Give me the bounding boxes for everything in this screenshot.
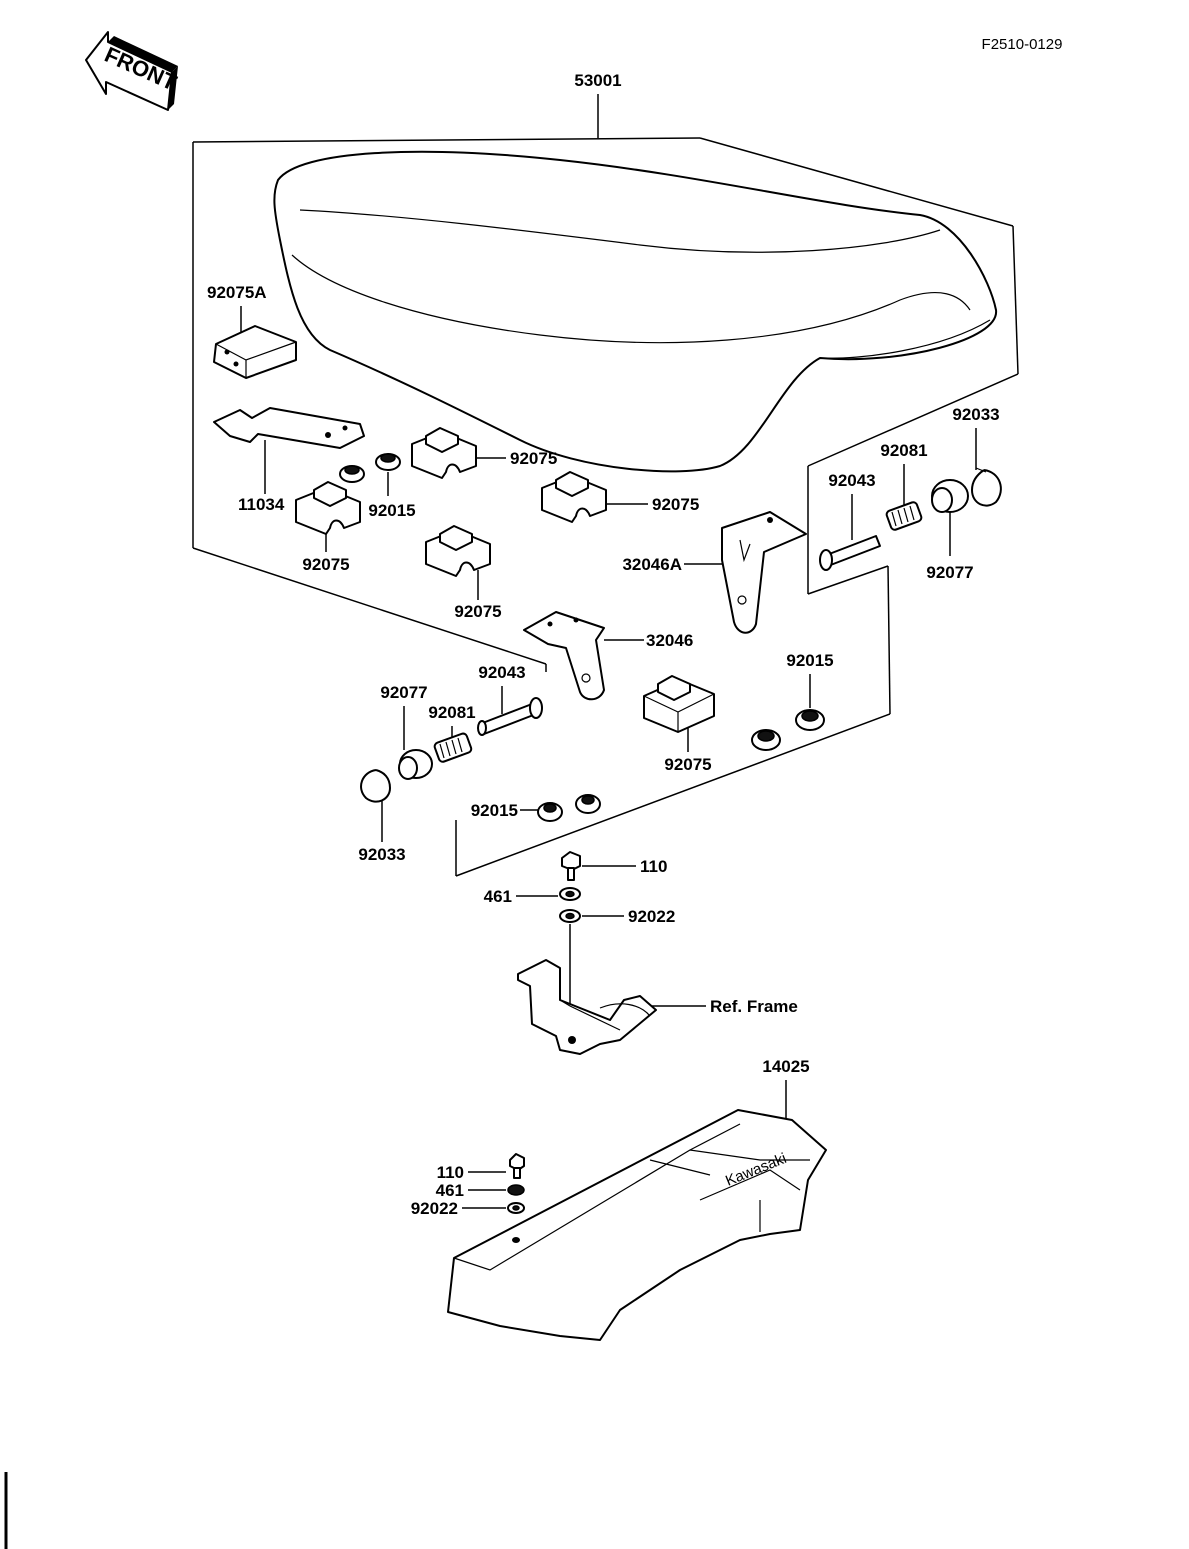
diagram-id: F2510-0129 [982, 36, 1063, 53]
bolt-lower [509, 1153, 525, 1179]
spring-left [433, 732, 473, 763]
washer2-upper [559, 909, 581, 923]
label-seat: 53001 [574, 71, 621, 90]
label-92075-c: 92075 [302, 555, 349, 574]
label-92015-bottom: 92015 [471, 801, 518, 820]
seat-cover-pad [213, 325, 297, 379]
damper-e [643, 675, 715, 733]
label-32046: 32046 [646, 631, 693, 650]
label-92077-right: 92077 [926, 563, 973, 582]
label-11034: 11034 [238, 495, 285, 514]
damper-a [411, 427, 477, 479]
label-32046a: 32046A [622, 555, 682, 574]
grommet-top-b [375, 453, 401, 471]
label-92022-lower: 92022 [411, 1199, 458, 1218]
bracket-right [721, 511, 807, 634]
label-92075-d: 92075 [454, 602, 501, 621]
label-92033-left: 92033 [358, 845, 405, 864]
label-110-upper: 110 [640, 857, 667, 876]
bracket-plate [213, 407, 365, 449]
label-92075-b: 92075 [652, 495, 699, 514]
grommet-bottom-b [575, 794, 601, 814]
front-arrow-icon: FRONT [85, 31, 181, 111]
damper-c [295, 481, 361, 535]
bolt-upper [561, 851, 581, 881]
ref-frame [517, 959, 657, 1055]
label-461-upper: 461 [484, 887, 512, 906]
pin-left [477, 697, 543, 736]
washer-upper [559, 887, 581, 901]
label-92033-right: 92033 [952, 405, 999, 424]
label-92075a: 92075A [207, 283, 267, 302]
pin-right [819, 535, 881, 571]
grommet-top-a [339, 465, 365, 483]
circlip-right [971, 467, 1002, 507]
rear-cover: Kawasaki [447, 1109, 827, 1341]
circlip-left [360, 769, 391, 803]
label-92075-a: 92075 [510, 449, 557, 468]
grommet-bottom-a [537, 802, 563, 822]
bracket-center [523, 611, 605, 701]
damper-b [541, 471, 607, 523]
label-110-lower: 110 [437, 1163, 464, 1182]
label-92015-right: 92015 [786, 651, 833, 670]
washer-lower [507, 1184, 525, 1196]
spring-right [885, 501, 923, 531]
label-ref-frame: Ref. Frame [710, 997, 798, 1016]
label-92043-left: 92043 [478, 663, 525, 682]
label-92075-e: 92075 [664, 755, 711, 774]
label-461-lower: 461 [436, 1181, 464, 1200]
label-92043-right: 92043 [828, 471, 875, 490]
grommet-right-b [751, 729, 781, 751]
collar-left [398, 749, 433, 780]
label-92077-left: 92077 [380, 683, 427, 702]
label-92081-left: 92081 [428, 703, 475, 722]
label-92022-upper: 92022 [628, 907, 675, 926]
washer2-lower [507, 1202, 525, 1214]
collar-right [931, 479, 969, 513]
damper-d [425, 525, 491, 577]
seat [273, 150, 998, 473]
label-14025: 14025 [762, 1057, 809, 1076]
grommet-right-a [795, 709, 825, 731]
label-92015-top: 92015 [368, 501, 415, 520]
label-92081-right: 92081 [880, 441, 927, 460]
